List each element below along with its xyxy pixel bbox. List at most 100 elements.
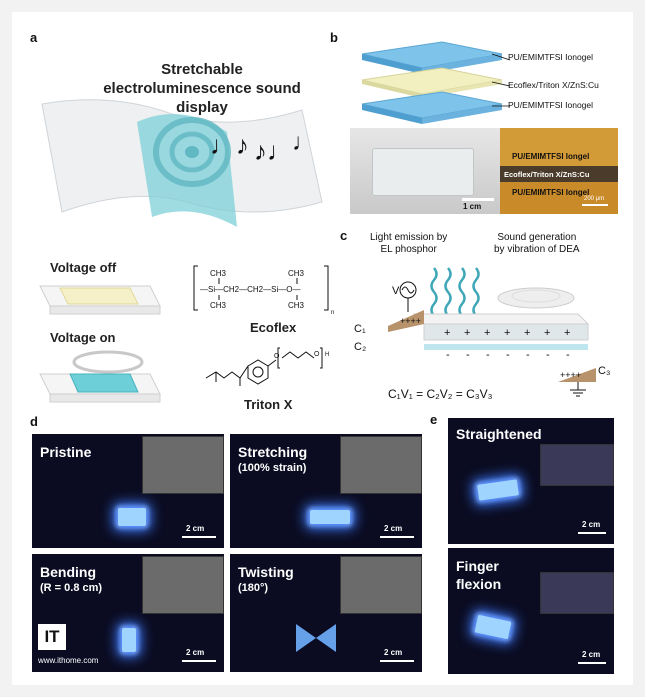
watermark-logo: IT (38, 624, 66, 650)
c3-label: C₃ (598, 365, 610, 377)
triton-structure: O O H (202, 342, 342, 392)
photo-twisting: Twisting (180°) 2 cm (230, 554, 422, 672)
twisting-inset (340, 556, 422, 614)
photo-bending: Bending (R = 0.8 cm) IT www.ithome.com 2… (32, 554, 224, 672)
layer-top-label: PU/EMIMTFSI Ionogel (508, 52, 593, 62)
c1-label: C₁ (354, 323, 366, 335)
light-wave-icons (432, 268, 479, 316)
straightened-glow (477, 479, 519, 500)
bending-scalebar (182, 660, 216, 662)
watermark-url: www.ithome.com (38, 656, 98, 665)
finger-flexion-scalebar (578, 662, 606, 664)
voltage-off-device (30, 278, 170, 322)
bending-glow (122, 628, 136, 652)
svg-text:+: + (564, 327, 570, 339)
svg-text:-: - (566, 349, 570, 361)
cross-section-photo: PU/EMIMTFSI Iongel Ecoflex/Triton X/ZnS:… (500, 128, 618, 214)
svg-text:-: - (466, 349, 470, 361)
finger-flexion-inset (540, 572, 614, 614)
stretching-scale-label: 2 cm (384, 524, 402, 533)
panel-a-label: a (30, 30, 37, 45)
ecoflex-ch3-bottom-right: CH3 (288, 301, 305, 310)
twisting-scale-label: 2 cm (384, 648, 402, 657)
stretching-inset (340, 436, 422, 494)
stretching-sub: (100% strain) (238, 462, 306, 474)
twisting-title: Twisting (238, 564, 294, 581)
stretching-scalebar (380, 536, 414, 538)
svg-text:♩: ♩ (292, 129, 316, 156)
bending-title: Bending (40, 564, 96, 581)
twisting-sub: (180°) (238, 582, 268, 594)
light-emission-title: Light emission by EL phosphor (370, 232, 447, 256)
svg-text:H: H (325, 352, 329, 358)
svg-text:-: - (446, 349, 450, 361)
finger-flexion-sub: flexion (456, 576, 501, 593)
device-photo: 1 cm (350, 128, 502, 214)
pristine-scalebar (182, 536, 216, 538)
svg-text:O: O (274, 353, 280, 360)
xs-bot-label: PU/EMIMTFSI Iongel (512, 188, 589, 197)
figure-frame: a Stretchable electroluminescence sound … (12, 12, 633, 685)
finger-flexion-glow (475, 615, 512, 640)
sound-generation-title: Sound generation by vibration of DEA (494, 232, 580, 256)
photo-stretching: Stretching (100% strain) 2 cm (230, 434, 422, 548)
photo-pristine: Pristine 2 cm (32, 434, 224, 548)
straightened-scale-label: 2 cm (582, 520, 600, 529)
straightened-scalebar (578, 532, 606, 534)
voltage-on-device (30, 346, 170, 406)
svg-text:-: - (526, 349, 530, 361)
bending-scale-label: 2 cm (186, 648, 204, 657)
panel-c-label: c (340, 228, 347, 243)
svg-text:++++: ++++ (400, 316, 421, 326)
ecoflex-label: Ecoflex (250, 320, 296, 335)
panel-d-label: d (30, 414, 38, 429)
phosphor-particles (424, 344, 588, 350)
svg-text:+: + (544, 327, 550, 339)
speaker-disc-icon (498, 288, 574, 308)
ecoflex-n: n (331, 310, 334, 316)
xs-scalebar (582, 204, 608, 206)
xs-top-label: PU/EMIMTFSI Iongel (512, 152, 589, 161)
stretching-title: Stretching (238, 444, 307, 461)
xs-mid-label: Ecoflex/Triton X/ZnS:Cu (504, 170, 589, 179)
ecoflex-structure: CH3 CH3 —Si—CH2—CH2—Si—O— CH3 CH3 n (192, 262, 342, 320)
pristine-scale-label: 2 cm (186, 524, 204, 533)
finger-flexion-title: Finger (456, 558, 499, 575)
voltage-v-label: V (392, 285, 400, 297)
svg-text:-: - (506, 349, 510, 361)
finger-flexion-scale-label: 2 cm (582, 650, 600, 659)
svg-text:O: O (314, 351, 320, 358)
ecoflex-ch3-bottom-left: CH3 (210, 301, 227, 310)
voltage-off-label: Voltage off (50, 260, 116, 275)
capacitance-equation: C₁V₁ = C₂V₂ = C₃V₃ (388, 387, 493, 401)
svg-text:+: + (464, 327, 470, 339)
ecoflex-backbone: —Si—CH2—CH2—Si—O— (200, 285, 300, 294)
twisting-glow (292, 618, 342, 658)
panel-b-label: b (330, 30, 338, 45)
mechanism-diagram: V ++++ C₁ C₂ +++++++ ------- ++++ C₃ C₁V… (348, 258, 618, 408)
svg-text:-: - (486, 349, 490, 361)
device-photo-scalebar (462, 198, 494, 201)
pristine-title: Pristine (40, 444, 91, 461)
ground-icon (570, 382, 586, 396)
svg-text:+: + (484, 327, 490, 339)
triton-label: Triton X (244, 397, 292, 412)
photo-straightened: Straightened 2 cm (448, 418, 614, 544)
straightened-title: Straightened (456, 426, 542, 443)
layer-bot-label: PU/EMIMTFSI Ionogel (508, 100, 593, 110)
svg-text:+: + (504, 327, 510, 339)
pristine-inset (142, 436, 224, 494)
photo-finger-flexion: Finger flexion 2 cm (448, 548, 614, 674)
panel-a-title-line1: Stretchable (82, 60, 322, 79)
straightened-inset (540, 444, 614, 486)
bending-sub: (R = 0.8 cm) (40, 582, 102, 594)
voltage-on-label: Voltage on (50, 330, 115, 345)
stretchable-display-illustration: ♩♪ ♪♩ ♩ (22, 92, 332, 242)
device-photo-scale-label: 1 cm (463, 202, 481, 211)
ecoflex-ch3-top-left: CH3 (210, 269, 227, 278)
c2-label: C₂ (354, 341, 366, 353)
stretching-glow (310, 510, 350, 524)
layer-mid-label: Ecoflex/Triton X/ZnS:Cu (508, 80, 599, 90)
svg-text:♩♪: ♩♪ (210, 130, 249, 160)
bending-inset (142, 556, 224, 614)
